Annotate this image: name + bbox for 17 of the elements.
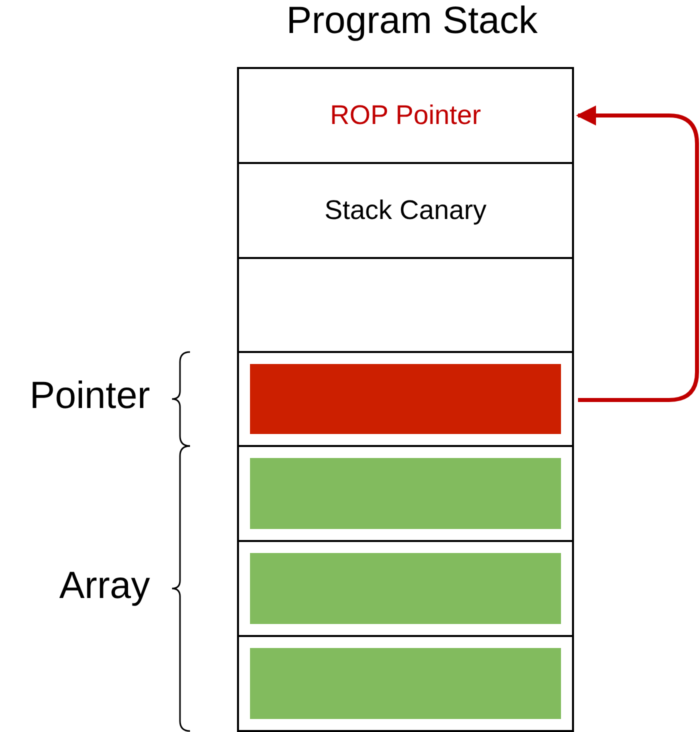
stack-cell [237,67,574,164]
stack-cell [237,353,574,447]
stack-cell [237,447,574,542]
cell-label: Stack Canary [324,195,487,226]
stack-cell [237,259,574,353]
stack-cell [237,542,574,637]
stack-cell [237,164,574,259]
group-label: Pointer [30,375,150,418]
data-bar [250,364,561,434]
data-bar [250,648,561,719]
cell-label: ROP Pointer [330,100,482,131]
data-bar [250,553,561,624]
group-label: Array [59,564,150,608]
arrow [576,106,699,402]
title: Program Stack [286,0,538,43]
data-bar [250,458,561,529]
stack-cell [237,637,574,732]
